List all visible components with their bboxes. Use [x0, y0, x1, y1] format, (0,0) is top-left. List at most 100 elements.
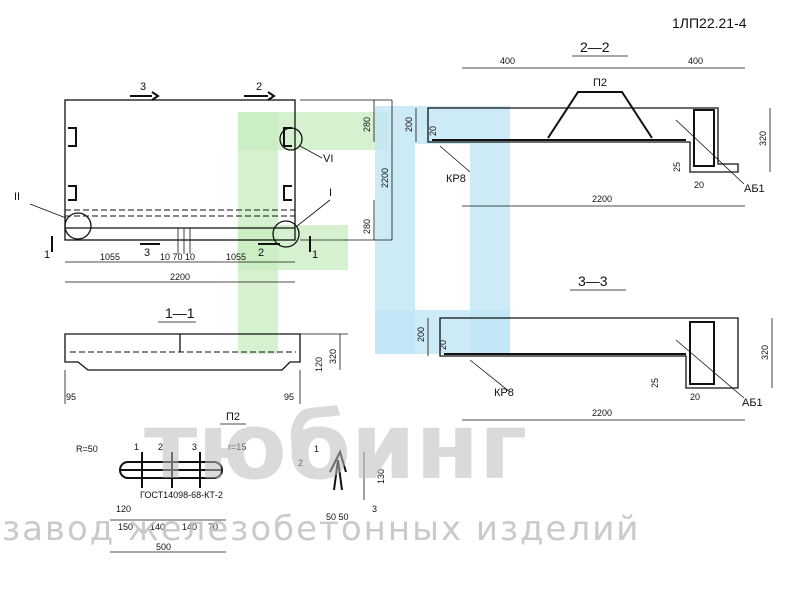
- section-2-2-ab1-frame: [693, 109, 715, 167]
- cut-label-1-right: 1: [312, 249, 318, 261]
- node-circle-ii: [64, 212, 92, 240]
- dim-400-left: 400: [500, 56, 515, 66]
- plan-view: VI I II 3 2 3 2 1 1 280 280 2200 1055: [14, 81, 393, 283]
- dim-280-top: 280: [362, 117, 372, 132]
- section-2-2-outline: [427, 107, 739, 173]
- node-label-vi: VI: [323, 153, 333, 165]
- watermark-blue-block: [415, 106, 470, 144]
- leader-line: [439, 145, 471, 173]
- node-label-i: I: [329, 187, 332, 199]
- label-kr8: КР8: [446, 173, 466, 185]
- dim-120: 120: [116, 504, 131, 514]
- cut-label-1-left: 1: [44, 249, 50, 261]
- cut-arrow: [151, 91, 160, 101]
- detail-p2-loop: [119, 461, 223, 479]
- dim-20: 20: [428, 126, 438, 136]
- dim-150: 150: [118, 522, 133, 532]
- label-pos3: 3: [192, 442, 197, 452]
- dim-2200: 2200: [592, 194, 612, 204]
- section-3-3: 3—3 КР8 АБ1 200 20 320 25 20 2200: [416, 273, 773, 421]
- leader-line: [675, 119, 745, 185]
- leader-line: [296, 199, 331, 227]
- dim-25: 25: [672, 162, 682, 172]
- detail-p2-label: П2: [226, 411, 240, 423]
- section-1-1-label: 1—1: [165, 305, 195, 321]
- dim-500: 500: [156, 542, 171, 552]
- label-ab1: АБ1: [742, 397, 763, 409]
- dim-5050: 50 50: [326, 512, 349, 522]
- lifting-loop: [68, 127, 77, 147]
- section-2-2-label: 2—2: [580, 39, 610, 55]
- section-3-3-ab1-frame: [689, 321, 715, 385]
- section-1-1-outline: [64, 333, 301, 371]
- detail-p2-side-view: [329, 449, 347, 473]
- cut-arrow: [267, 91, 276, 101]
- label-side-pos2: 2: [298, 458, 303, 468]
- node-label-ii: II: [14, 191, 20, 203]
- cut-label-3-bottom: 3: [144, 247, 150, 259]
- cut-label-3-top: 3: [140, 81, 146, 93]
- watermark-logo: [238, 106, 510, 354]
- dim-95-left: 95: [66, 392, 76, 402]
- watermark-green-block: [238, 225, 348, 270]
- dim-95-right: 95: [284, 392, 294, 402]
- dim-1055-left: 1055: [100, 252, 120, 262]
- lifting-loop: [283, 185, 292, 201]
- dim-70: 70: [208, 522, 218, 532]
- dim-20b: 20: [694, 180, 704, 190]
- lifting-loop: [68, 185, 77, 201]
- node-circle-i: [272, 220, 300, 248]
- label-r50: R=50: [76, 444, 98, 454]
- label-side-pos1: 1: [314, 444, 319, 454]
- dim-320: 320: [328, 349, 338, 364]
- detail-p2: П2 R=50 1 2 3 r=15 ГОСТ14098-68-КТ-2 120…: [76, 411, 386, 553]
- leader-line: [29, 203, 67, 219]
- section-1-1: 1—1 320 120 95 95: [64, 305, 348, 404]
- cut-label-2-bottom: 2: [258, 247, 264, 259]
- section-3-3-outline: [439, 317, 739, 389]
- label-kr8: КР8: [494, 387, 514, 399]
- label-side-pos3: 3: [372, 504, 377, 514]
- dim-mid: 10 70 10: [160, 252, 195, 262]
- section-3-3-label: 3—3: [578, 273, 608, 289]
- label-pos2: 2: [158, 442, 163, 452]
- dim-2200-bottom: 2200: [170, 272, 190, 282]
- dim-130: 130: [376, 469, 386, 484]
- watermark-brand: тюбинг: [144, 393, 527, 500]
- dim-140b: 140: [182, 522, 197, 532]
- dim-1055-right: 1055: [226, 252, 246, 262]
- cut-label-2-top: 2: [256, 81, 262, 93]
- dim-320: 320: [760, 345, 770, 360]
- dim-2200: 2200: [592, 408, 612, 418]
- detail-p2-crossbars: [141, 452, 201, 488]
- dim-2200-side: 2200: [380, 168, 390, 188]
- dim-120: 120: [314, 357, 324, 372]
- leader-line: [299, 145, 323, 159]
- detail-p2-side-view: [333, 459, 343, 491]
- watermark-blue-block: [375, 310, 510, 354]
- dim-200: 200: [416, 327, 426, 342]
- dim-25: 25: [650, 378, 660, 388]
- drawing-title: 1ЛП22.21-4: [672, 15, 747, 31]
- label-pos1: 1: [134, 442, 139, 452]
- section-2-2: 2—2 400 400 П2 КР8 АБ1 200 20 320 25 20 …: [404, 39, 771, 207]
- label-p2: П2: [593, 77, 607, 89]
- label-ab1: АБ1: [744, 183, 765, 195]
- dim-400-right: 400: [688, 56, 703, 66]
- dim-320: 320: [758, 131, 768, 146]
- dim-280-bottom: 280: [362, 219, 372, 234]
- watermark-green-block: [238, 112, 388, 150]
- leader-line: [675, 339, 745, 399]
- node-circle-vi: [279, 127, 303, 151]
- dim-200: 200: [404, 117, 414, 132]
- dim-20b: 20: [690, 392, 700, 402]
- leader-line: [469, 359, 511, 393]
- label-r15: r=15: [228, 442, 246, 452]
- label-gost: ГОСТ14098-68-КТ-2: [140, 490, 223, 500]
- dim-140a: 140: [150, 522, 165, 532]
- plan-slot: [177, 228, 191, 254]
- watermark-tagline: завод железобетонных изделий: [2, 509, 640, 549]
- section-2-2-rebar-p2: [547, 91, 653, 139]
- dim-20: 20: [438, 340, 448, 350]
